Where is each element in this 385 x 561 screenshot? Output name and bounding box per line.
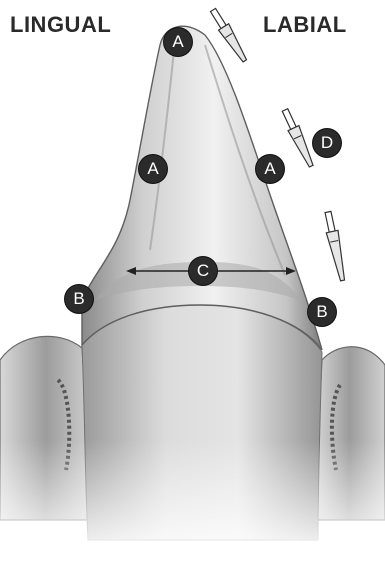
tooth-crown (82, 26, 322, 350)
heading-lingual: LINGUAL (10, 12, 111, 38)
marker-a-lingual: A (139, 155, 167, 183)
probe-tip-icon (280, 107, 317, 168)
bottom-fade (0, 440, 385, 561)
marker-b-lingual: B (65, 285, 93, 313)
marker-c: C (189, 257, 217, 285)
marker-b-labial: B (308, 298, 336, 326)
heading-labial: LABIAL (263, 12, 347, 38)
marker-a-labial: A (256, 155, 284, 183)
probe-tip-icon (322, 211, 348, 282)
marker-d: D (313, 129, 341, 157)
marker-a-tip: A (164, 28, 192, 56)
